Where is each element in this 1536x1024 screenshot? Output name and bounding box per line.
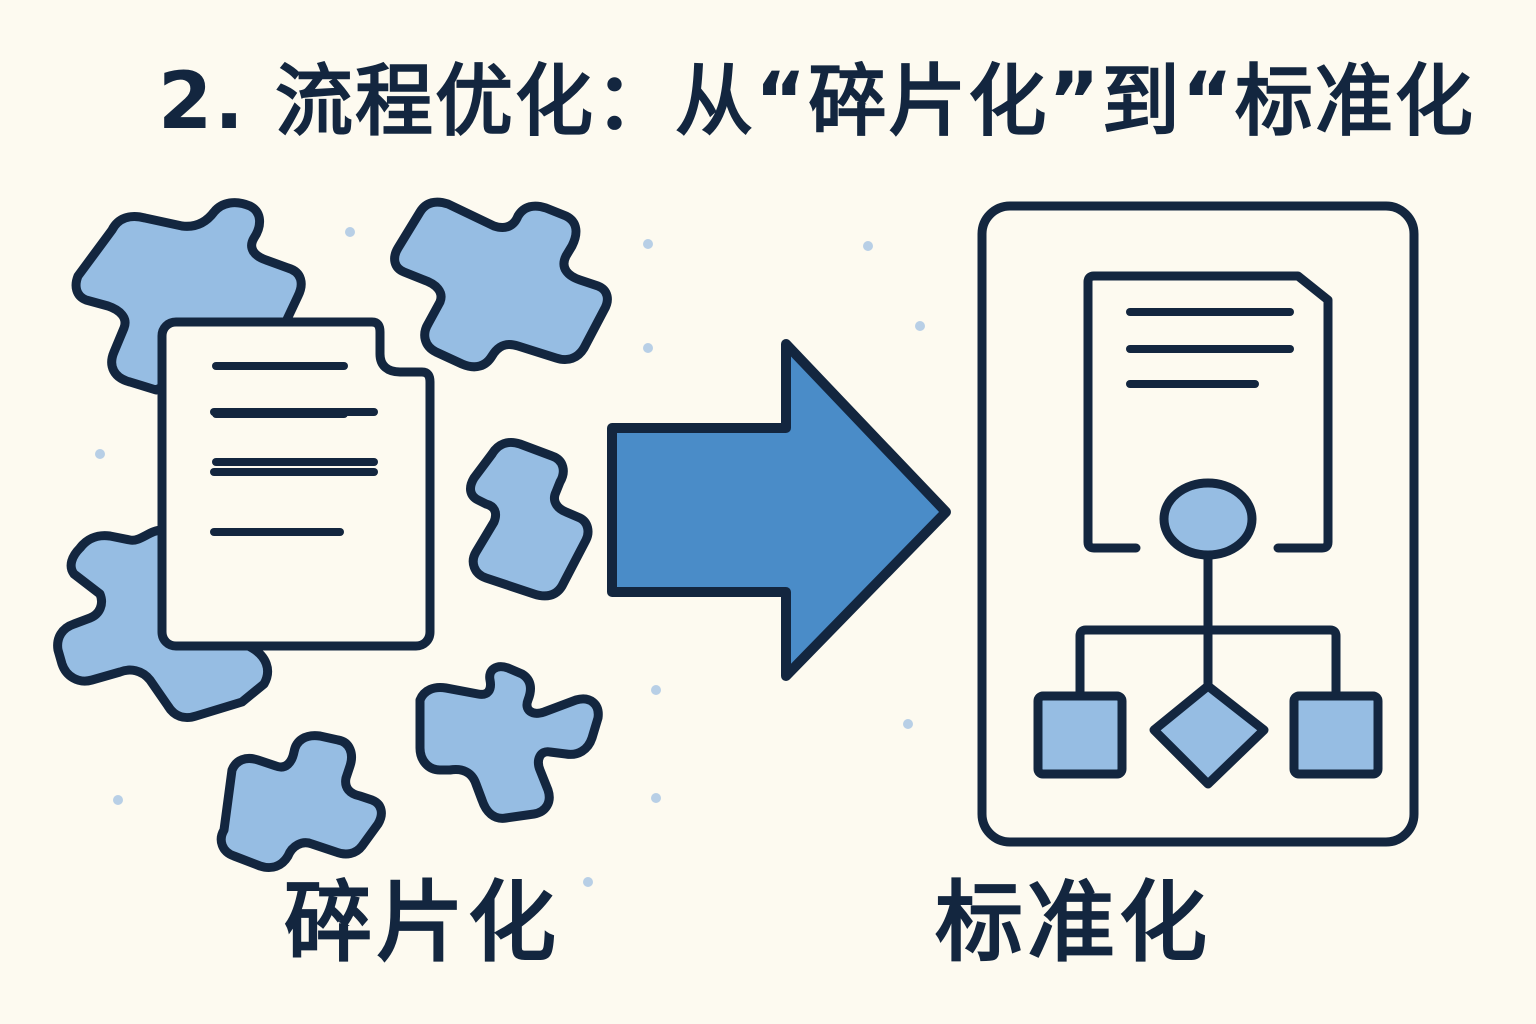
page-title: 2. 流程优化：从“碎片化”到“标准化 — [158, 57, 1475, 147]
puzzle-piece-mid-right — [466, 437, 593, 601]
decorative-dots — [95, 227, 925, 887]
decision-node-icon — [1149, 681, 1269, 789]
process-node-right-icon — [1289, 691, 1383, 779]
start-node-icon — [1159, 478, 1257, 560]
puzzle-piece-bottom-center — [216, 731, 386, 873]
fragmented-document-icon — [157, 317, 435, 651]
process-node-left-icon — [1033, 691, 1127, 779]
standardized-process-icon — [977, 201, 1419, 847]
fragmented-label: 碎片化 — [284, 871, 561, 974]
right-arrow-icon — [607, 339, 951, 681]
puzzle-piece-top-right — [390, 197, 612, 372]
puzzle-piece-bottom-right — [415, 662, 603, 823]
standardized-label: 标准化 — [935, 871, 1212, 974]
